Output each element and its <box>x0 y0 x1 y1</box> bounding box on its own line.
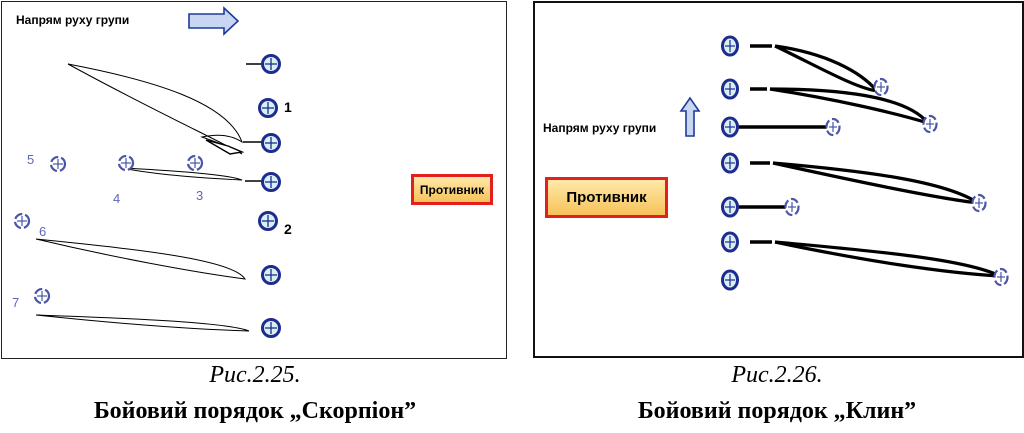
enemy-box: Противник <box>545 177 668 218</box>
path-a <box>774 44 879 93</box>
unit-column <box>721 35 739 291</box>
path-unit-2 <box>35 238 246 280</box>
unit-marker-icon <box>49 155 67 173</box>
scorpion-diagram-panel: Напрям руху групи 1 2 3 4 5 6 7 Противни… <box>1 1 507 359</box>
unit-marker-icon <box>258 98 278 118</box>
path-b <box>769 87 930 125</box>
unit-marker-icon <box>13 212 31 230</box>
unit-marker-icon <box>261 54 281 74</box>
unit-number-3: 3 <box>196 188 204 203</box>
unit-marker-icon <box>721 152 739 174</box>
unit-marker-icon <box>721 231 739 253</box>
figure-title-right: Бойовий порядок „Клин” <box>637 398 917 424</box>
unit-marker-icon <box>721 78 739 100</box>
unit-number-6: 6 <box>39 224 47 239</box>
unit-marker-icon <box>721 116 739 138</box>
path-b2 <box>769 87 929 125</box>
unit-column <box>258 54 281 338</box>
movement-paths <box>769 44 1001 278</box>
figure-title-left: Бойовий порядок „Скорпіон” <box>93 398 417 424</box>
unit-marker-icon <box>258 211 278 231</box>
direction-label: Напрям руху групи <box>16 13 130 27</box>
front-dashes <box>735 44 831 244</box>
wedge-diagram-panel: Напрям руху групи Противник <box>533 1 1024 358</box>
unit-marker-icon <box>186 154 204 172</box>
wedge-diagram <box>679 35 1009 291</box>
unit-number-4: 4 <box>113 191 121 206</box>
path-d <box>774 240 1001 278</box>
unit-marker-icon <box>261 318 281 338</box>
figure-number-right: Рис.2.26. <box>731 362 823 388</box>
path-unit-1 <box>67 63 244 155</box>
direction-label: Напрям руху групи <box>543 121 657 135</box>
unit-marker-icon <box>784 197 800 217</box>
unit-number-7: 7 <box>12 295 20 310</box>
unit-marker-icon <box>825 117 841 137</box>
unit-marker-icon <box>721 269 739 291</box>
unit-marker-icon <box>33 287 51 305</box>
unit-marker-icon <box>261 172 281 192</box>
connector-lines <box>243 63 264 182</box>
unit-marker-icon <box>721 35 739 57</box>
unit-number-1: 1 <box>284 99 292 115</box>
unit-marker-icon <box>873 77 889 97</box>
path-c2 <box>772 161 979 205</box>
direction-arrow-icon <box>188 6 240 36</box>
unit-marker-icon <box>721 196 739 218</box>
path-unit-3 <box>35 314 250 332</box>
path-c <box>772 161 979 205</box>
unit-marker-icon <box>261 265 281 285</box>
unit-number-5: 5 <box>27 152 35 167</box>
scorpion-diagram <box>13 6 281 338</box>
path-d2 <box>774 240 1001 278</box>
movement-paths <box>35 63 250 332</box>
path-a2 <box>774 44 878 93</box>
unit-marker-icon <box>971 193 987 213</box>
unit-number-2: 2 <box>284 221 292 237</box>
figure-number-left: Рис.2.25. <box>209 362 301 388</box>
arrowhead-marker <box>205 139 245 155</box>
unit-marker-icon <box>922 114 938 134</box>
enemy-box: Противник <box>411 174 493 205</box>
path-unit-4 <box>121 167 243 181</box>
unit-marker-icon <box>993 267 1009 287</box>
unit-marker-icon <box>117 154 135 172</box>
direction-arrow-icon <box>679 96 701 137</box>
unit-marker-icon <box>261 133 281 153</box>
